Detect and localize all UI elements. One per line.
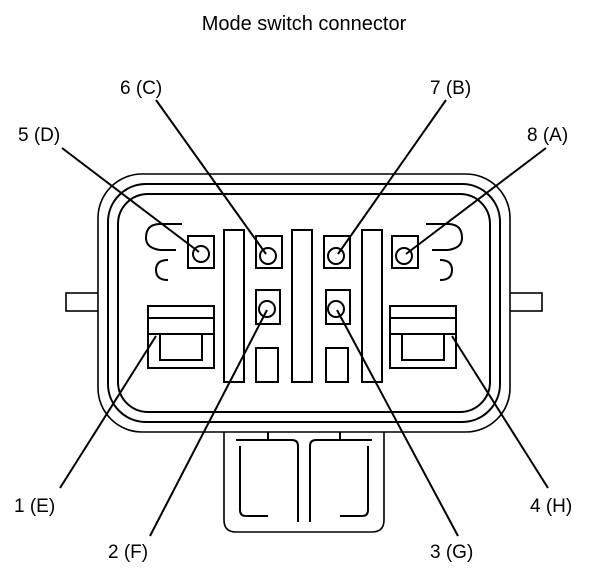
- pin-2-cell: [255, 289, 281, 325]
- pin-1-terminal: [147, 305, 215, 369]
- housing-inner: [117, 193, 491, 413]
- rib-right: [361, 229, 383, 383]
- pin-label-7: 7 (B): [430, 78, 471, 99]
- pin-5-cell: [187, 235, 215, 269]
- pin-label-4: 4 (H): [530, 496, 572, 517]
- left-side-tab: [65, 292, 101, 312]
- pin-6-cell: [255, 235, 283, 269]
- leader-line-pin-5: [61, 147, 200, 253]
- leader-line-pin-4: [451, 335, 549, 489]
- leader-line-pin-6: [155, 99, 267, 255]
- cavity-below-pin-3: [325, 347, 349, 383]
- rib-left: [223, 229, 245, 383]
- pin-8-cell: [391, 235, 419, 269]
- pin-7-cell: [323, 235, 351, 269]
- leader-line-pin-8: [405, 147, 547, 255]
- housing-rim: [107, 183, 501, 423]
- diagram-title: Mode switch connector: [202, 13, 407, 35]
- right-key-slot-lower: [439, 259, 454, 281]
- left-key-slot-upper: [144, 223, 182, 251]
- housing-outer: [97, 173, 511, 433]
- left-key-slot-lower: [154, 259, 169, 281]
- leader-line-pin-1: [59, 335, 157, 489]
- leader-line-pin-2: [149, 309, 268, 537]
- pin-label-5: 5 (D): [18, 125, 60, 146]
- pin-label-2: 2 (F): [108, 542, 148, 563]
- pin-label-6: 6 (C): [120, 78, 162, 99]
- pin-3-cell: [325, 289, 351, 325]
- leader-line-pin-7: [337, 99, 447, 255]
- right-side-tab: [507, 292, 543, 312]
- leader-line-pin-3: [336, 309, 459, 537]
- cavity-below-pin-2: [255, 347, 279, 383]
- pin-label-1: 1 (E): [14, 496, 55, 517]
- pin-4-terminal: [389, 305, 457, 369]
- bottom-latch: [223, 419, 385, 533]
- rib-center: [291, 229, 313, 383]
- pin-label-8: 8 (A): [527, 125, 568, 146]
- pin-label-3: 3 (G): [430, 542, 473, 563]
- right-key-slot-upper: [426, 223, 464, 251]
